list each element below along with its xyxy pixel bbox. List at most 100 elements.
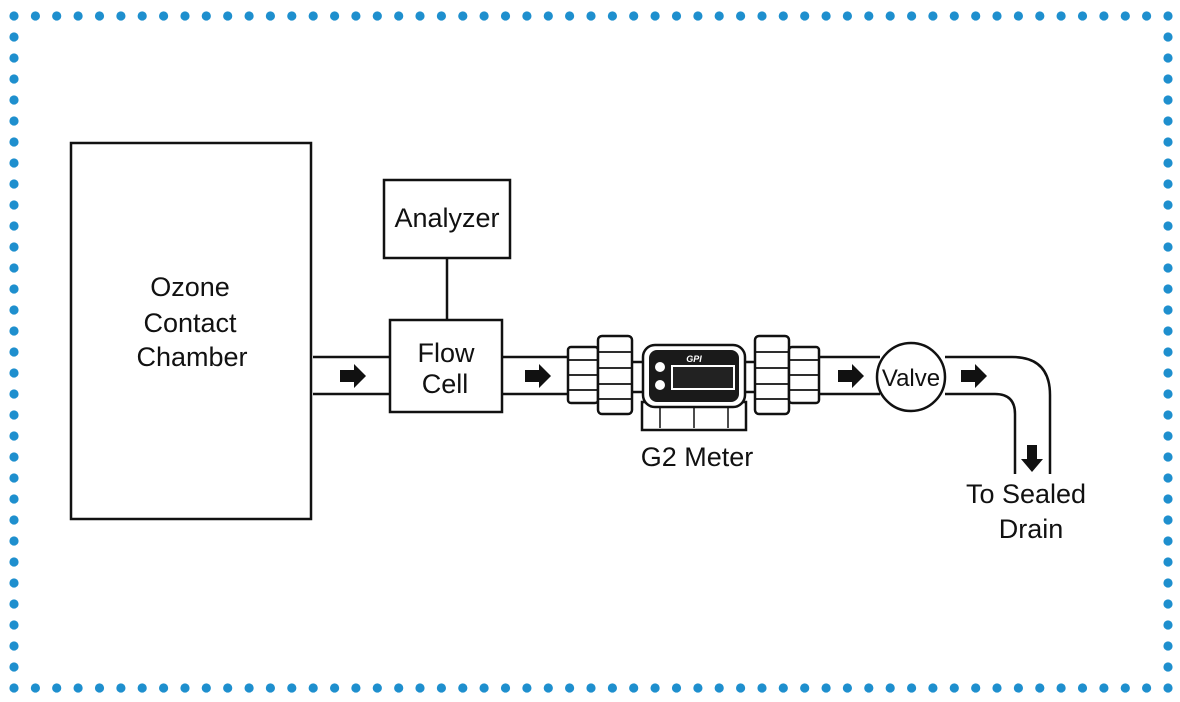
border-dot xyxy=(308,683,318,693)
border-dot xyxy=(1077,683,1088,693)
border-dot xyxy=(1163,515,1173,525)
border-dot xyxy=(1035,683,1045,693)
meter-logo: GPI xyxy=(686,354,702,364)
border-dot xyxy=(1035,11,1045,21)
border-dot xyxy=(9,452,19,462)
border-dot xyxy=(693,11,703,21)
border-dot xyxy=(800,683,810,693)
border-dot xyxy=(778,683,788,693)
border-dot xyxy=(9,326,19,336)
border-dot xyxy=(30,683,40,693)
border-dot xyxy=(308,11,318,21)
border-dot xyxy=(9,641,19,651)
border-dot xyxy=(9,620,19,630)
border-dot xyxy=(372,11,382,21)
border-dot xyxy=(415,683,425,693)
border-dot xyxy=(629,11,639,21)
border-dot xyxy=(9,137,19,147)
border-dot xyxy=(159,11,169,21)
pipe-segment-3 xyxy=(819,355,880,396)
border-dot xyxy=(351,683,361,693)
border-dot xyxy=(522,683,532,693)
border-dot xyxy=(1013,683,1024,693)
flow-cell-label-line1: Flow xyxy=(417,338,475,368)
border-dot xyxy=(543,683,553,693)
border-dot xyxy=(9,305,19,315)
valve-circle xyxy=(875,341,947,413)
border-dot xyxy=(1142,11,1152,21)
border-dot xyxy=(1163,620,1173,630)
border-dot xyxy=(394,11,404,21)
border-dot xyxy=(1163,74,1173,84)
border-dot xyxy=(1142,683,1152,693)
border-dot xyxy=(30,11,40,21)
border-dot xyxy=(9,95,19,105)
chamber-label-line3: Chamber xyxy=(136,342,247,372)
border-dot xyxy=(1163,473,1173,483)
flow-cell-label-line2: Cell xyxy=(422,369,469,399)
border-dot xyxy=(907,683,917,693)
flow-arrow-icon xyxy=(340,364,366,388)
border-dot xyxy=(1013,11,1024,21)
border-dot xyxy=(436,683,446,693)
border-dot xyxy=(1163,326,1173,336)
border-dot xyxy=(9,683,19,693)
border-dot xyxy=(1163,305,1173,315)
border-dot xyxy=(586,683,596,693)
border-dot xyxy=(650,11,660,21)
border-dot xyxy=(116,11,126,21)
chamber-box xyxy=(69,141,313,521)
border-dot xyxy=(1163,284,1173,294)
border-dot xyxy=(9,11,19,21)
border-dot xyxy=(1056,683,1066,693)
border-dot xyxy=(287,11,297,21)
chamber-label-line1: Ozone xyxy=(150,272,230,302)
border-dot xyxy=(436,11,446,21)
flow-arrow-icon xyxy=(525,364,551,388)
chamber-label-line2: Contact xyxy=(143,308,237,338)
ozone-contact-chamber: Ozone Contact Chamber xyxy=(69,141,313,521)
border-dot xyxy=(330,11,340,21)
border-dot xyxy=(1163,683,1173,693)
border-dot xyxy=(9,536,19,546)
border-dot xyxy=(9,53,19,63)
border-dot xyxy=(244,11,254,21)
border-dot xyxy=(458,11,468,21)
border-dot xyxy=(736,683,746,693)
border-dot xyxy=(137,11,147,21)
border-dot xyxy=(1077,11,1088,21)
border-dot xyxy=(244,683,254,693)
drain-pipe xyxy=(945,355,1052,474)
border-dot xyxy=(821,683,831,693)
border-dot xyxy=(1163,53,1173,63)
border-dot xyxy=(73,683,83,693)
border-dot xyxy=(1056,11,1066,21)
border-dot xyxy=(1163,32,1173,42)
border-dot xyxy=(1163,578,1173,588)
border-dot xyxy=(971,11,981,21)
flow-cell-box xyxy=(388,318,504,414)
border-dot xyxy=(671,683,682,693)
border-dot xyxy=(629,683,639,693)
drain-label-line2: Drain xyxy=(999,514,1064,544)
border-dot xyxy=(9,158,19,168)
border-dot xyxy=(565,683,575,693)
border-dot xyxy=(330,683,340,693)
border-dot xyxy=(864,683,874,693)
border-dot xyxy=(9,179,19,189)
border-dot xyxy=(159,683,169,693)
border-dot xyxy=(1163,536,1173,546)
border-dot xyxy=(522,11,532,21)
meter-label: G2 Meter xyxy=(641,442,754,472)
border-dot xyxy=(757,683,767,693)
border-dot xyxy=(223,683,233,693)
border-dot xyxy=(9,494,19,504)
border-dot xyxy=(1163,494,1173,504)
border-dot xyxy=(607,11,618,21)
border-dot xyxy=(885,11,895,21)
border-dot xyxy=(693,683,703,693)
flow-arrow-icon xyxy=(961,364,987,388)
border-dot xyxy=(265,11,275,21)
border-dot xyxy=(1163,389,1173,399)
